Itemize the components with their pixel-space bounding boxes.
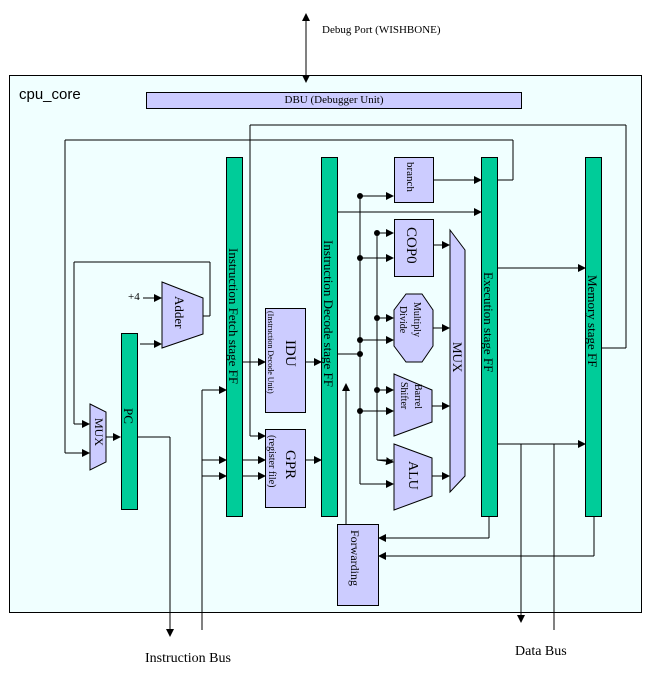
idu-title: IDU — [282, 340, 298, 367]
debug-port-label: Debug Port (WISHBONE) — [322, 24, 441, 36]
mux-right-shape — [449, 228, 466, 494]
wires — [64, 13, 627, 637]
branch-block — [394, 157, 434, 203]
instruction-bus-label: Instruction Bus — [145, 651, 231, 666]
mem-stage-label: Memory stage FF — [585, 275, 600, 368]
mux-left-label: MUX — [92, 418, 106, 447]
cop0-label: COP0 — [403, 227, 419, 264]
plus4-label: +4 — [128, 291, 140, 303]
cpu-core-title: cpu_core — [19, 86, 81, 103]
alu-shape — [393, 443, 433, 511]
cop0-block — [394, 219, 434, 277]
ex-stage-ff — [481, 157, 498, 517]
idu-subtitle: (Instruction Decode Unit) — [266, 311, 275, 394]
gpr-title: GPR — [282, 450, 298, 480]
alu-label: ALU — [405, 461, 420, 490]
forwarding-label: Forwarding — [348, 530, 362, 586]
multiply-label: Multiply — [411, 302, 422, 338]
gpr-block — [265, 429, 306, 508]
id-stage-ff — [321, 157, 338, 517]
adder-label: Adder — [172, 296, 187, 329]
junction-dots — [357, 193, 380, 414]
if-stage-ff — [226, 157, 243, 517]
mem-stage-ff — [585, 157, 602, 517]
branch-label: branch — [404, 162, 416, 192]
if-stage-label: Instruction Fetch stage FF — [226, 248, 241, 385]
mux-right-label: MUX — [450, 342, 465, 373]
divide-label: Divide — [397, 306, 408, 334]
pc-register — [121, 333, 138, 510]
forwarding-block — [337, 524, 379, 606]
data-bus-label: Data Bus — [515, 644, 567, 659]
dbu-block: DBU (Debugger Unit) — [146, 92, 522, 109]
adder-shape — [161, 281, 204, 349]
id-stage-label: Instruction Decode stage FF — [321, 240, 336, 387]
idu-block — [265, 308, 306, 413]
multiply-divide-shape — [393, 293, 434, 363]
ex-stage-label: Execution stage FF — [481, 272, 496, 373]
barrel-shifter-shape — [393, 373, 433, 437]
mux-left-shape — [89, 403, 107, 471]
barrel-label: Barrel — [412, 384, 423, 409]
gpr-subtitle: (register file) — [266, 435, 277, 488]
shifter-label: Shifter — [398, 382, 409, 410]
pc-label: PC — [121, 408, 136, 424]
